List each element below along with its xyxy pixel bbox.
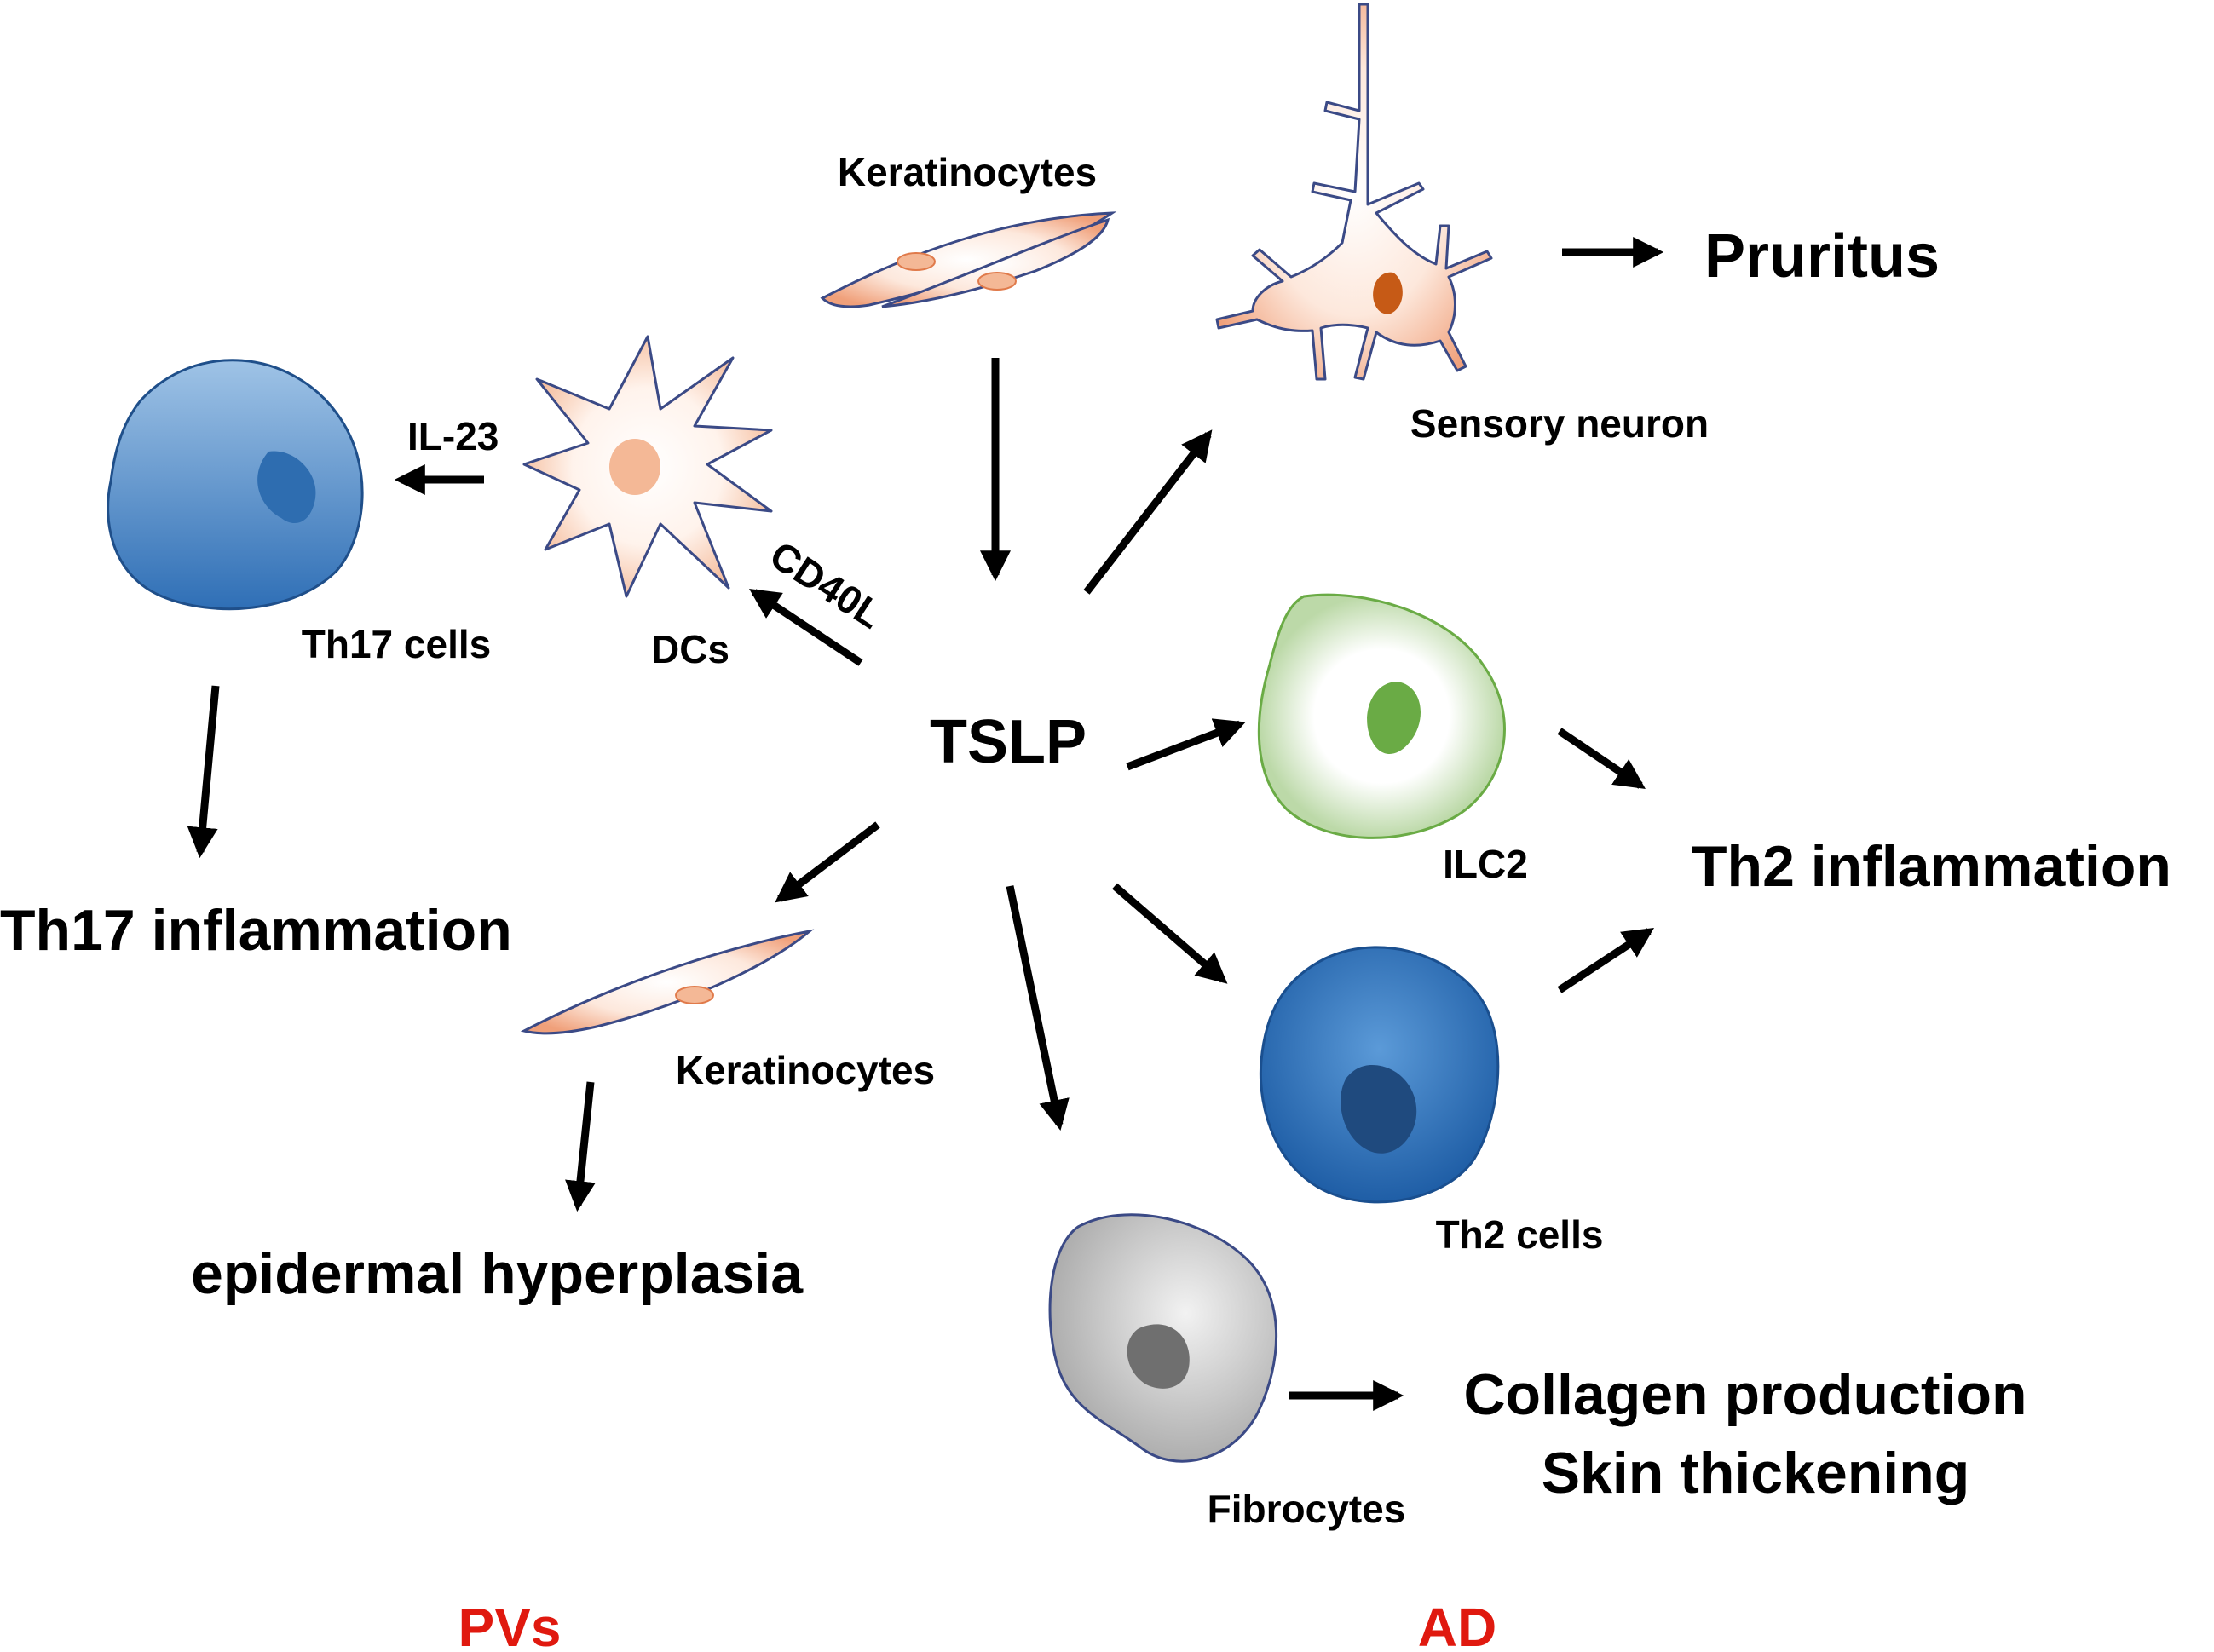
keratinocytes-top-label: Keratinocytes xyxy=(838,150,1097,194)
arrow-tslp-to-ilc2 xyxy=(1126,718,1246,771)
keratinocytes-bottom-label: Keratinocytes xyxy=(676,1048,935,1092)
arrow-tslp-to-neuron xyxy=(1083,429,1213,595)
keratinocytes-bottom-icon xyxy=(520,929,815,1035)
arrow-keratinocytes-to-hyperplasia xyxy=(565,1081,596,1212)
keratinocytes-top-icon xyxy=(820,211,1117,308)
th2-inflammation-label: Th2 inflammation xyxy=(1692,834,2171,899)
th2-cell-icon xyxy=(1259,946,1500,1204)
fibrocytes-label: Fibrocytes xyxy=(1208,1487,1406,1531)
arrow-th17-to-inflammation xyxy=(187,685,220,859)
skin-thickening-label: Skin thickening xyxy=(1542,1441,1970,1505)
ilc2-cell-icon xyxy=(1257,593,1506,839)
arrow-tslp-to-keratinocytes-bottom xyxy=(775,821,880,903)
il23-label: IL-23 xyxy=(407,414,499,458)
fibrocyte-icon xyxy=(1048,1213,1278,1463)
ilc2-label: ILC2 xyxy=(1443,842,1528,886)
arrow-ilc2-to-th2-inflammation xyxy=(1557,728,1646,790)
sensory-neuron-icon xyxy=(1215,3,1493,381)
pruritus-label: Pruritus xyxy=(1704,222,1940,291)
arrow-tslp-to-th2 xyxy=(1112,883,1228,984)
arrow-th2-to-th2-inflammation xyxy=(1557,928,1655,993)
group-label-pvs: PVs xyxy=(458,1597,562,1648)
arrow-tslp-to-fibrocytes xyxy=(1006,885,1070,1131)
collagen-production-label: Collagen production xyxy=(1463,1362,2027,1427)
tslp-label: TSLP xyxy=(930,708,1087,776)
dcs-label: DCs xyxy=(651,627,729,671)
sensory-neuron-label: Sensory neuron xyxy=(1410,401,1709,446)
cd40l-label: CD40L xyxy=(763,532,891,637)
group-label-ad: AD xyxy=(1418,1597,1496,1648)
arrow-tslp-to-dcs xyxy=(749,589,863,666)
th17-cells-label: Th17 cells xyxy=(302,622,491,666)
th17-cell-icon xyxy=(107,359,364,611)
epidermal-hyperplasia-label: epidermal hyperplasia xyxy=(191,1241,804,1306)
th17-inflammation-label: Th17 inflammation xyxy=(0,898,512,963)
th2-cells-label: Th2 cells xyxy=(1436,1212,1604,1257)
arrows xyxy=(187,237,1664,1411)
dendritic-cell-icon xyxy=(522,335,773,598)
